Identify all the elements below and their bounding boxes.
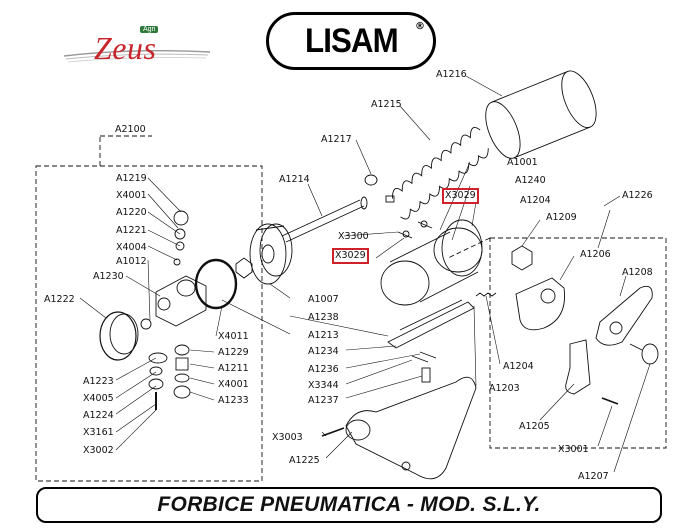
part-label: A1215 bbox=[371, 99, 402, 110]
zeus-agri-logo: Agri Zeus bbox=[62, 22, 212, 72]
part-label: A1207 bbox=[578, 471, 609, 482]
part-label: A1012 bbox=[116, 256, 147, 267]
cylinder-a1001 bbox=[380, 219, 483, 306]
part-label: A1211 bbox=[218, 363, 249, 374]
spring-a1215 bbox=[392, 127, 489, 220]
title-bar: FORBICE PNEUMATICA - MOD. S.L.Y. bbox=[36, 487, 662, 523]
part-label: X4011 bbox=[218, 331, 249, 342]
part-label-highlighted: X3029 bbox=[442, 188, 479, 204]
part-label: A1237 bbox=[308, 395, 339, 406]
part-a1012 bbox=[140, 318, 152, 330]
blade-a1206 bbox=[515, 277, 566, 331]
lisam-wordmark: LISAM bbox=[304, 21, 399, 60]
bracket-a1238 bbox=[387, 301, 475, 349]
registered-mark: ® bbox=[415, 21, 425, 32]
part-label: A1204 bbox=[503, 361, 534, 372]
part-label: X3003 bbox=[272, 432, 303, 443]
bolt-a1207 bbox=[641, 343, 659, 365]
part-label: A1209 bbox=[546, 212, 577, 223]
part-label: A1221 bbox=[116, 225, 147, 236]
part-label: A1230 bbox=[93, 271, 124, 282]
group-box-right bbox=[489, 237, 667, 449]
lisam-logo: LISAM ® bbox=[266, 12, 436, 70]
part-a1219 bbox=[173, 210, 189, 226]
part-label: A1226 bbox=[622, 190, 653, 201]
part-label: A1205 bbox=[519, 421, 550, 432]
part-label: A1225 bbox=[289, 455, 320, 466]
page-title: FORBICE PNEUMATICA - MOD. S.L.Y. bbox=[157, 493, 541, 516]
piston-a1007 bbox=[249, 223, 293, 285]
part-label: A1217 bbox=[321, 134, 352, 145]
valve-body-a1230 bbox=[155, 275, 207, 327]
part-label: A1001 bbox=[507, 157, 538, 168]
part-label: A1216 bbox=[436, 69, 467, 80]
screw-x3001 bbox=[601, 397, 619, 405]
part-label: A1206 bbox=[580, 249, 611, 260]
part-label: X4001 bbox=[116, 190, 147, 201]
part-a1220 bbox=[174, 228, 186, 240]
oring-x4011 bbox=[194, 258, 238, 310]
part-label: A1229 bbox=[218, 347, 249, 358]
part-x4005 bbox=[149, 366, 163, 376]
part-label: A1223 bbox=[83, 376, 114, 387]
nut bbox=[235, 257, 253, 279]
part-label: A1222 bbox=[44, 294, 75, 305]
agri-tag: Agri bbox=[140, 26, 159, 33]
part-label: A1233 bbox=[218, 395, 249, 406]
part-label: A1214 bbox=[279, 174, 310, 185]
spring-a1203 bbox=[475, 292, 497, 297]
part-label: X3300 bbox=[338, 231, 369, 242]
part-a1211 bbox=[175, 357, 189, 371]
part-x4004 bbox=[173, 258, 181, 266]
part-label: A1219 bbox=[116, 173, 147, 184]
zeus-wordmark: Zeus bbox=[94, 30, 157, 66]
part-pin bbox=[385, 195, 395, 203]
part-x4001-b bbox=[174, 373, 190, 383]
part-a1223 bbox=[148, 352, 168, 364]
cylinder-a1216 bbox=[485, 70, 597, 159]
part-label: X4001 bbox=[218, 379, 249, 390]
part-label-highlighted: X3029 bbox=[332, 248, 369, 264]
part-label: A1204 bbox=[520, 195, 551, 206]
part-label: X4005 bbox=[83, 393, 114, 404]
part-label: X3001 bbox=[558, 444, 589, 455]
part-label: X3161 bbox=[83, 427, 114, 438]
ring-nut-a1222 bbox=[99, 311, 139, 361]
rod-a1214 bbox=[281, 196, 368, 243]
part-label: A1236 bbox=[308, 364, 339, 375]
screw-x3003 bbox=[321, 427, 345, 437]
part-a1221 bbox=[175, 241, 185, 251]
zeus-swoosh-icon bbox=[63, 49, 211, 63]
group-box-left bbox=[35, 165, 263, 482]
part-label: A1234 bbox=[308, 346, 339, 357]
part-label: A1220 bbox=[116, 207, 147, 218]
part-label: X3002 bbox=[83, 445, 114, 456]
part-a1229 bbox=[174, 344, 190, 356]
pin-a1236 bbox=[419, 351, 437, 359]
group-label-a2100: A2100 bbox=[115, 124, 146, 135]
part-label: A1007 bbox=[308, 294, 339, 305]
part-label: A1238 bbox=[308, 312, 339, 323]
part-a1237 bbox=[421, 367, 431, 383]
nut-a1209 bbox=[511, 245, 533, 271]
part-a1233 bbox=[173, 385, 191, 399]
pin-x3344 bbox=[411, 355, 429, 363]
screws-x3029 bbox=[397, 220, 433, 239]
plate-a1205 bbox=[565, 339, 591, 395]
blade-a1208 bbox=[595, 285, 653, 346]
part-label: X4004 bbox=[116, 242, 147, 253]
part-label: A1203 bbox=[489, 383, 520, 394]
part-label: X3344 bbox=[308, 380, 339, 391]
part-label: A1208 bbox=[622, 267, 653, 278]
housing-a1225 bbox=[345, 376, 477, 480]
part-label: A1224 bbox=[83, 410, 114, 421]
part-label: A1240 bbox=[515, 175, 546, 186]
part-label: A1213 bbox=[308, 330, 339, 341]
part-a1224 bbox=[148, 378, 164, 390]
part-a1217 bbox=[364, 174, 378, 186]
